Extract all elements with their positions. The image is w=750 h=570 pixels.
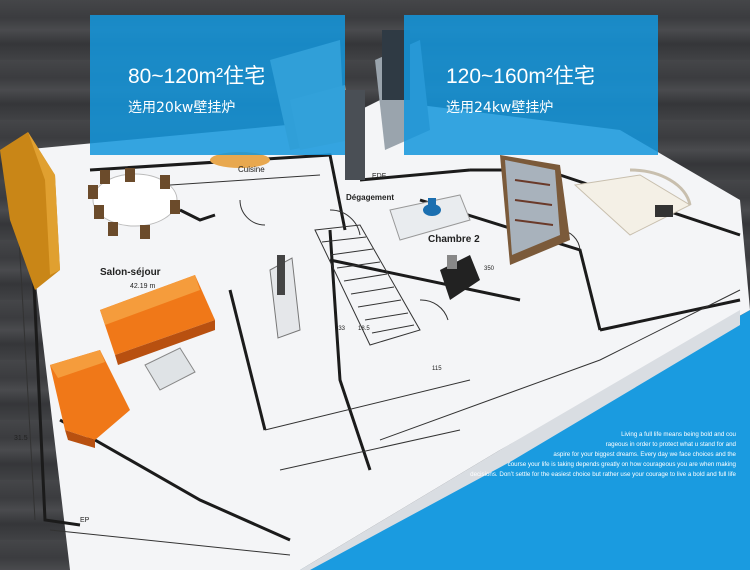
- label-dim-185: 18.5: [358, 326, 370, 332]
- label-edf: EDF: [372, 173, 386, 180]
- card-subtitle: 选用20kw壁挂炉: [128, 100, 236, 116]
- label-dim-133: 133: [335, 326, 346, 332]
- info-card-large-home: 120~160m²住宅 选用24kw壁挂炉: [404, 15, 658, 155]
- label-salon: Salon-séjour: [100, 267, 161, 278]
- slogan-line: rageous in order to protect what u stand…: [605, 441, 736, 448]
- staircase: [314, 224, 421, 346]
- paper-sheet: [20, 100, 750, 570]
- label-cuisine: Cuisine: [238, 165, 265, 174]
- card-subtitle: 选用24kw壁挂炉: [446, 100, 554, 116]
- desk: [389, 194, 480, 300]
- wardrobe: [500, 155, 570, 265]
- coffee-table: [144, 347, 196, 391]
- bed: [573, 168, 692, 236]
- dining-chairs: [88, 168, 180, 239]
- paper-shadow: [70, 310, 740, 570]
- label-dim-115: 115: [432, 366, 442, 372]
- slogan-text: Living a full life means being bold and …: [470, 430, 736, 480]
- label-dim-ep: EP: [80, 517, 90, 524]
- slogan-line: aspire for your biggest dreams. Every da…: [553, 451, 736, 458]
- card-title: 120~160m²住宅: [446, 65, 595, 88]
- tv-stand: [269, 255, 301, 339]
- info-card-small-home: 80~120m²住宅 选用20kw壁挂炉: [90, 15, 345, 155]
- label-dim-31: 31.5: [14, 435, 28, 442]
- slogan-line: Living a full life means being bold and …: [621, 431, 736, 438]
- slogan-line: decisions. Don’t settle for the easiest …: [470, 471, 736, 478]
- label-degagement: Dégagement: [346, 193, 394, 202]
- slogan-line: course your life is taking depends great…: [507, 461, 736, 468]
- label-dim-350: 350: [484, 266, 495, 272]
- door-swings: [239, 199, 581, 321]
- office-chair: [423, 198, 441, 216]
- kitchen-table: [210, 152, 270, 168]
- label-salon-area: 42.19 m: [130, 283, 155, 290]
- orange-sofa-corner: [50, 350, 130, 448]
- label-chambre: Chambre 2: [428, 234, 480, 245]
- orange-sofa-main: [100, 275, 215, 365]
- card-title: 80~120m²住宅: [128, 65, 266, 88]
